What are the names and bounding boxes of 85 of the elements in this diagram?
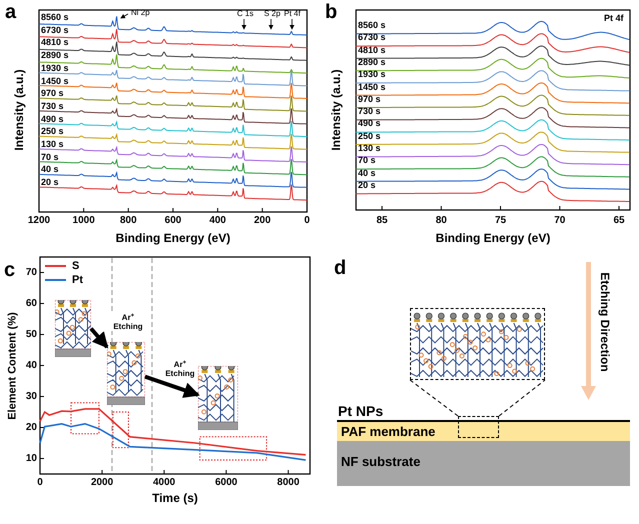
series-label: 20 s — [358, 180, 376, 190]
peak-label: C 1s — [237, 10, 254, 18]
tick-label: 600 — [164, 216, 182, 226]
tick-label: 800 — [120, 216, 137, 226]
tick-label: 30 — [26, 392, 37, 402]
series-label: 1450 s — [41, 76, 69, 86]
legend-text: Pt — [72, 275, 83, 286]
series-label: 8560 s — [358, 21, 386, 30]
series-label: 490 s — [41, 114, 64, 124]
legend-text: S — [72, 261, 80, 272]
peak-label: Pt 4f — [284, 10, 300, 18]
series-label: 4810 s — [41, 38, 69, 48]
peak-label: S 2p — [264, 10, 280, 18]
series-label: 6730 s — [41, 26, 69, 35]
tick-label: 70 — [26, 268, 37, 278]
axis-title: Element Content (%) — [8, 312, 18, 420]
peak-label: Pt 4f — [604, 14, 624, 23]
layer-label: PAF membrane — [341, 425, 436, 438]
series-label: 8560 s — [41, 13, 69, 22]
series-label: 6730 s — [358, 33, 386, 42]
series-label: 1930 s — [41, 64, 69, 73]
tick-label: 0 — [37, 478, 43, 488]
series-label: 730 s — [41, 102, 64, 111]
polymer-network-drawing — [107, 342, 145, 405]
panel-letter: a — [5, 2, 16, 22]
tick-label: 8000 — [277, 478, 300, 488]
series-label: 970 s — [41, 89, 64, 98]
series-label: 20 s — [41, 178, 59, 188]
polymer-network-drawing — [198, 366, 238, 430]
axis-title: Time (s) — [152, 492, 198, 504]
panel-letter: b — [325, 2, 338, 22]
series-label: 130 s — [41, 140, 64, 149]
axis-title: Intensity (a.u.) — [13, 69, 25, 151]
tick-label: 1200 — [28, 216, 50, 226]
tick-label: 6000 — [215, 478, 238, 488]
tick-label: 80 — [436, 216, 447, 226]
series-label: 730 s — [358, 107, 381, 116]
tick-label: 40 — [26, 360, 37, 370]
panel-letter: d — [334, 258, 346, 278]
tick-label: 50 — [26, 330, 37, 340]
series-label: 4810 s — [358, 46, 386, 55]
axis-title: Binding Energy (eV) — [436, 232, 550, 244]
zoom-region-box — [458, 416, 499, 438]
panel-letter: c — [4, 260, 16, 280]
tick-label: 60 — [26, 298, 37, 308]
tick-label: 10 — [26, 454, 37, 464]
series-label: 2890 s — [41, 51, 69, 60]
series-label: 40 s — [41, 165, 59, 174]
series-label: 970 s — [358, 94, 381, 104]
tick-label: 20 — [26, 422, 37, 432]
tick-label: 1000 — [72, 216, 95, 226]
tick-label: 70 — [554, 216, 566, 226]
tick-label: 75 — [494, 216, 506, 226]
tick-label: 0 — [304, 216, 310, 226]
zoom-line — [498, 380, 546, 416]
layer-label: NF substrate — [341, 455, 420, 468]
axis-title: Binding Energy (eV) — [116, 232, 230, 244]
tick-label: 4000 — [153, 478, 176, 488]
direction-label: Etching Direction — [599, 272, 611, 372]
zoom-line — [410, 380, 458, 416]
series-label: 130 s — [358, 144, 381, 153]
series-label: 70 s — [41, 152, 59, 162]
series-label: 70 s — [358, 156, 376, 166]
tick-label: 85 — [376, 216, 388, 226]
series-label: 40 s — [358, 168, 376, 178]
axis-title: Intensity (a.u.) — [330, 69, 342, 151]
series-label: 2890 s — [358, 58, 386, 67]
tick-label: 2000 — [90, 478, 114, 488]
tick-label: 65 — [613, 216, 625, 226]
block-arrow — [89, 327, 109, 349]
series-label: 250 s — [41, 127, 64, 136]
substrate-layer — [337, 441, 630, 486]
series-label: 1450 s — [358, 82, 386, 92]
tick-label: 400 — [209, 216, 226, 226]
series-label: 490 s — [358, 119, 381, 128]
layer-label: Pt NPs — [338, 404, 384, 418]
edge-label: Ar$^{+}$ Etching — [111, 313, 145, 332]
block-arrow — [144, 374, 200, 398]
tick-label: 200 — [254, 216, 271, 226]
polymer-network-drawing — [410, 308, 545, 380]
membrane-layer — [337, 422, 630, 441]
series-label: 1930 s — [358, 70, 386, 80]
edge-label: Ar$^{+}$ Etching — [163, 360, 197, 378]
polymer-network-drawing — [55, 300, 91, 357]
series-label: 250 s — [358, 132, 381, 141]
